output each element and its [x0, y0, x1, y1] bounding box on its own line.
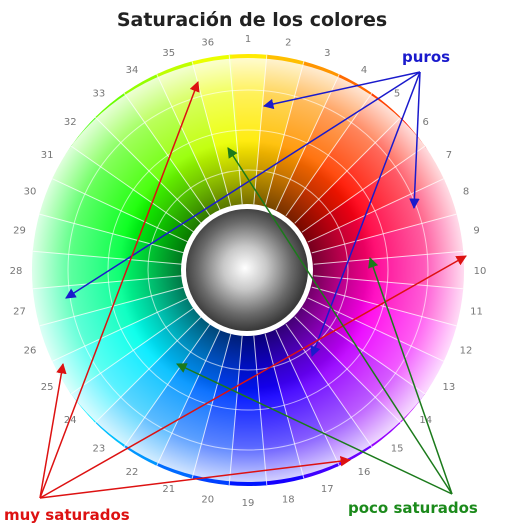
- pure-label: puros: [402, 48, 450, 66]
- sector-number: 31: [41, 150, 54, 161]
- wheel-grid: [32, 54, 464, 486]
- center-gray-disc: [186, 209, 308, 331]
- high-arrow-right: [39, 255, 467, 499]
- sector-divider: [156, 329, 221, 467]
- sector-number: 23: [93, 444, 106, 455]
- sector-number: 22: [126, 467, 139, 478]
- sector-divider: [285, 323, 373, 448]
- sector-divider: [123, 92, 211, 217]
- saturation-ring: [67, 89, 429, 451]
- diagram-title: Saturación de los colores: [117, 9, 387, 31]
- sector-divider: [307, 178, 445, 243]
- sector-number: 29: [13, 226, 26, 237]
- sector-number: 17: [321, 484, 334, 495]
- sector-number: 15: [391, 444, 404, 455]
- sector-number: 13: [443, 382, 456, 393]
- sector-divider: [301, 307, 426, 395]
- sector-number: 36: [201, 38, 214, 49]
- sector-number: 20: [201, 495, 214, 506]
- sector-divider: [294, 116, 402, 224]
- sector-number: 35: [162, 48, 175, 59]
- sector-number: 7: [446, 150, 452, 161]
- pure-arrow-bottom: [310, 71, 421, 357]
- low-arrow-top: [227, 147, 453, 495]
- saturation-ring: [147, 169, 349, 371]
- sector-number: 27: [13, 306, 26, 317]
- sector-number: 30: [24, 187, 37, 198]
- low-arrow-right: [368, 257, 453, 495]
- sector-divider: [32, 275, 183, 290]
- sector-number: 11: [470, 306, 483, 317]
- sector-number: 34: [126, 65, 139, 76]
- sector-number: 14: [419, 415, 432, 426]
- low-saturation-arrows: [176, 147, 453, 495]
- sector-divider: [264, 61, 305, 207]
- sector-number: 10: [474, 266, 487, 277]
- pure-arrow-left: [65, 71, 421, 299]
- sector-divider: [264, 333, 305, 479]
- sector-divider: [275, 329, 340, 467]
- sector-number: 4: [361, 65, 367, 76]
- saturation-ring: [107, 129, 389, 411]
- sector-divider: [313, 275, 464, 290]
- sector-number: 1: [245, 34, 251, 45]
- sector-divider: [94, 316, 202, 424]
- sector-number: 19: [242, 498, 255, 509]
- high-saturation-arrows: [39, 81, 467, 499]
- sector-divider: [156, 73, 221, 211]
- sector-number: 6: [423, 117, 429, 128]
- pure-arrows: [65, 71, 421, 357]
- sector-number: 33: [93, 88, 106, 99]
- sector-divider: [253, 54, 268, 205]
- low-arrow-bottom: [176, 363, 453, 495]
- sector-number: 32: [64, 117, 77, 128]
- high-saturation-label: muy saturados: [4, 506, 130, 524]
- sector-divider: [39, 286, 185, 327]
- sector-divider: [228, 335, 243, 486]
- sector-divider: [51, 178, 189, 243]
- sector-number: 2: [285, 38, 291, 49]
- sector-divider: [51, 297, 189, 362]
- sector-number: 25: [41, 382, 54, 393]
- sector-number: 12: [460, 345, 473, 356]
- sector-number: 24: [64, 415, 77, 426]
- sector-divider: [32, 250, 183, 265]
- sector-number: 16: [358, 467, 371, 478]
- sector-number: 26: [24, 345, 37, 356]
- sector-divider: [228, 54, 243, 205]
- sector-number: 21: [162, 484, 175, 495]
- high-arrow-left: [39, 362, 67, 499]
- sector-divider: [301, 145, 426, 233]
- sector-divider: [253, 335, 268, 486]
- pure-arrow-top: [262, 71, 421, 110]
- sector-number: 28: [10, 266, 23, 277]
- sector-divider: [70, 307, 195, 395]
- sector-divider: [311, 213, 457, 254]
- sector-divider: [275, 73, 340, 211]
- sector-number: 18: [282, 495, 295, 506]
- sector-divider: [70, 145, 195, 233]
- pure-arrow-right: [409, 71, 421, 210]
- sector-number: 9: [473, 226, 479, 237]
- sector-divider: [313, 250, 464, 265]
- low-saturation-label: poco saturados: [348, 499, 478, 517]
- sector-divider: [123, 323, 211, 448]
- sector-divider: [39, 213, 185, 254]
- sector-number: 3: [324, 48, 330, 59]
- high-arrow-bottom: [39, 455, 352, 499]
- sector-divider: [191, 333, 232, 479]
- high-arrow-top: [39, 81, 200, 499]
- sector-divider: [94, 116, 202, 224]
- sector-divider: [285, 92, 373, 217]
- sector-divider: [294, 316, 402, 424]
- sector-number: 5: [394, 88, 400, 99]
- sector-number: 8: [463, 187, 469, 198]
